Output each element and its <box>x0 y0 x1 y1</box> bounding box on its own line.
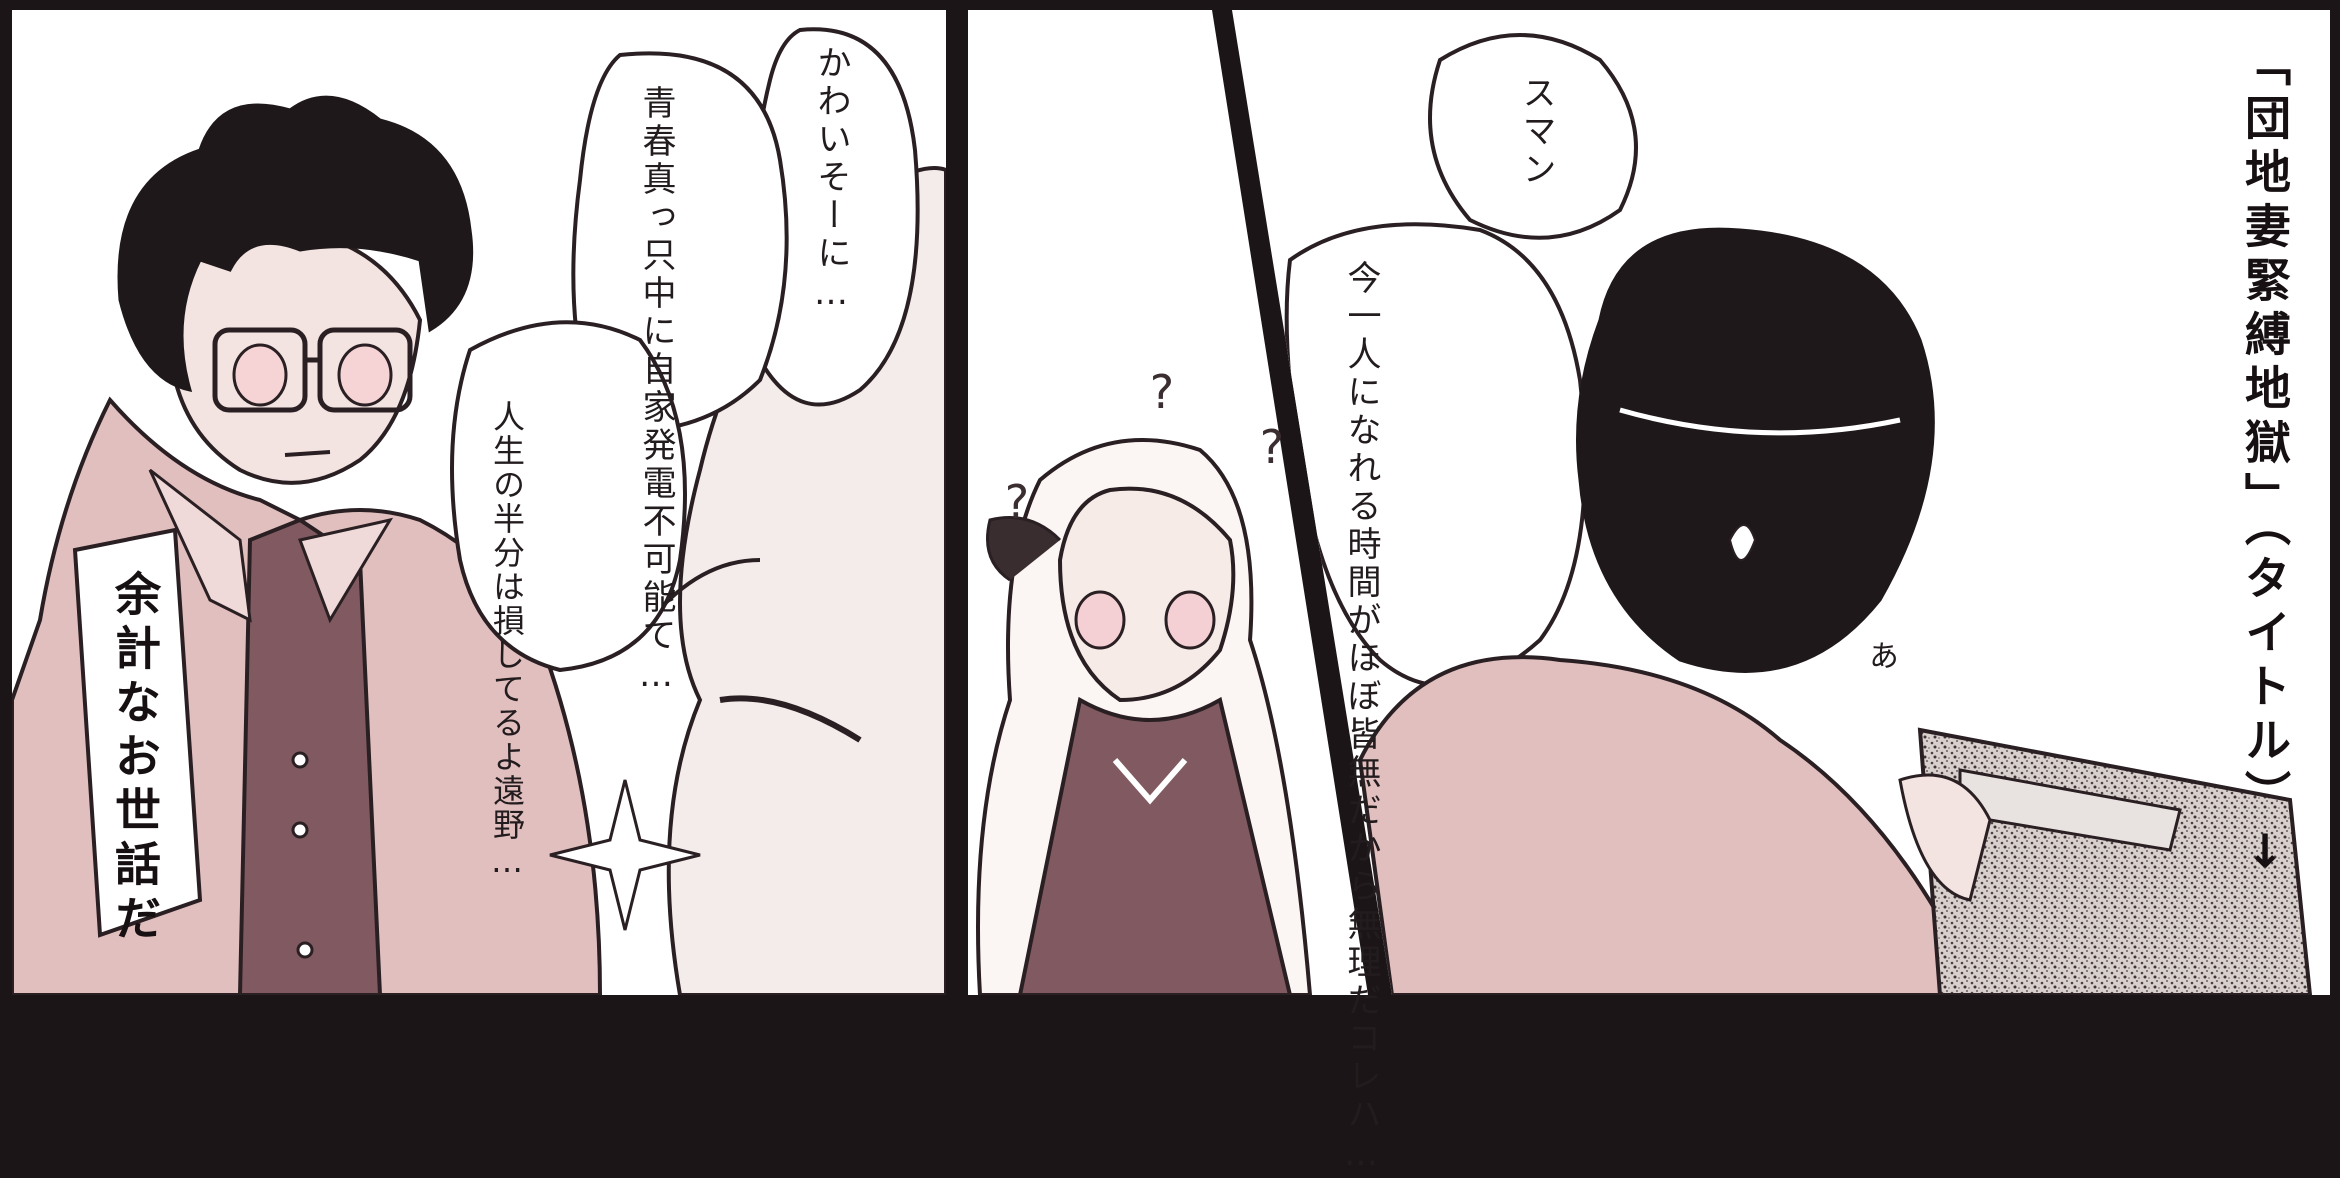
bubble-line: かわいそーに… <box>811 45 851 317</box>
speech-bubble-losing: 人生の半分は損してるよ遠野… <box>480 400 534 882</box>
bubble-line: スマン <box>1516 75 1556 189</box>
bubble-line: 無理だコレハ… <box>1341 906 1381 1178</box>
handwritten-sfx: あ <box>1863 640 1898 670</box>
bubble-line: 青春真っ只中に <box>636 85 676 351</box>
question-mark-sfx: ? <box>1135 365 1189 419</box>
manga-artwork <box>12 10 2330 995</box>
bubble-line: 損してるよ <box>488 604 526 774</box>
bubble-line: 一人になれる時間が <box>1341 298 1381 640</box>
caption-none-of-your-business: 余計なお世話だ <box>108 570 162 948</box>
question-mark-sfx: ? <box>990 475 1044 529</box>
magazine-title-caption: 「団地妻緊縛地獄」 <box>2238 40 2292 526</box>
question-mark-sfx: ? <box>1245 420 1299 474</box>
speech-bubble-pity: かわいそーに… <box>800 45 862 317</box>
bubble-line: ほぼ皆無だから <box>1341 640 1381 906</box>
manga-page: かわいそーに… 青春真っ只中に自家発電不可能て… 人生の半分は損してるよ遠野… … <box>12 10 2330 995</box>
bubble-line: 今 <box>1341 260 1381 298</box>
speech-bubble-youth: 青春真っ只中に自家発電不可能て… <box>625 85 687 699</box>
bubble-line: 遠野… <box>488 774 526 882</box>
speech-bubble-no-time: 今一人になれる時間がほぼ皆無だから無理だコレハ… <box>1330 260 1392 1178</box>
bubble-line: 自家発電不可能て… <box>636 351 676 699</box>
title-note-caption: （タイトル）↓ <box>2238 500 2292 886</box>
speech-bubble-sorry: スマン <box>1505 75 1567 189</box>
bubble-line: 人生の半分は <box>488 400 526 604</box>
